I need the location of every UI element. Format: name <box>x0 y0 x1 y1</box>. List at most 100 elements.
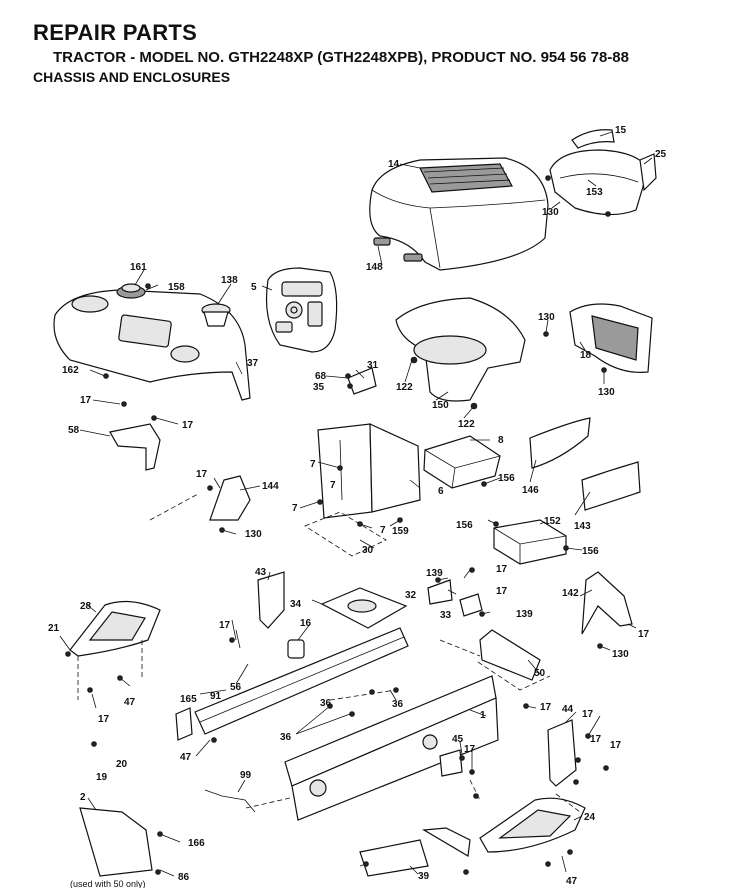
callout-labels: 1 2 5 6 7 7 7 7 8 14 15 16 17 17 17 17 1… <box>48 125 667 887</box>
footrest-left-part <box>69 600 161 657</box>
callout-label: 20 <box>116 759 128 770</box>
shroud-part <box>395 297 526 402</box>
cup-holder-part <box>201 303 231 327</box>
page-title: REPAIR PARTS <box>33 20 198 45</box>
callout-label: 122 <box>396 382 413 393</box>
callout-label: 17 <box>196 469 208 480</box>
callout-label: 34 <box>290 599 302 610</box>
callout-label: 143 <box>574 521 591 532</box>
callout-label: 15 <box>615 125 627 136</box>
side-panel-part <box>529 417 641 511</box>
callout-label: 47 <box>180 752 192 763</box>
callout-label: 153 <box>586 187 603 198</box>
callout-label: 122 <box>458 419 475 430</box>
callout-label: 156 <box>456 520 473 531</box>
side-grille-part <box>569 303 653 374</box>
callout-label: 130 <box>612 649 629 660</box>
callout-label: 50 <box>534 668 546 679</box>
callout-label: 45 <box>452 734 464 745</box>
callout-label: 30 <box>362 545 374 556</box>
bracket-33-part <box>459 593 483 617</box>
callout-label: 158 <box>168 282 185 293</box>
callout-label: 99 <box>240 770 252 781</box>
battery-tray-part <box>423 435 501 489</box>
callout-label: 7 <box>380 525 386 536</box>
bracket-165-part <box>175 707 193 741</box>
rod-part <box>204 789 256 813</box>
callout-label: 7 <box>310 459 316 470</box>
callout-label: 21 <box>48 623 60 634</box>
callout-label: 146 <box>522 485 539 496</box>
callout-label: 47 <box>124 697 136 708</box>
callout-label: 37 <box>247 358 259 369</box>
callout-label: 32 <box>405 590 417 601</box>
callout-label: 18 <box>580 350 592 361</box>
callout-label: 144 <box>262 481 279 492</box>
section-title: CHASSIS AND ENCLOSURES <box>33 69 231 85</box>
callout-label: 142 <box>562 588 579 599</box>
callout-label: 130 <box>245 529 262 540</box>
callout-label: 36 <box>320 698 332 709</box>
callout-label: 166 <box>188 838 205 849</box>
bracket-43-part <box>257 571 285 629</box>
callout-label: 130 <box>598 387 615 398</box>
callout-label: 17 <box>496 586 508 597</box>
callout-label: 152 <box>544 516 561 527</box>
callout-label: 68 <box>315 371 327 382</box>
callout-label: 130 <box>538 312 555 323</box>
callout-label: 43 <box>255 567 267 578</box>
callout-label: 17 <box>219 620 231 631</box>
callout-label: 33 <box>440 610 452 621</box>
bracket-bottom-part <box>422 827 471 857</box>
bracket-32-part <box>427 579 453 605</box>
callout-label: 47 <box>566 876 578 887</box>
axle-plate-part <box>320 587 408 629</box>
fuel-cap-part <box>116 283 146 299</box>
callout-label: 58 <box>68 425 80 436</box>
callout-label: 14 <box>388 159 400 170</box>
callout-label: 162 <box>62 365 79 376</box>
callout-label: 17 <box>80 395 92 406</box>
callout-label: 16 <box>300 618 312 629</box>
callout-label: 138 <box>221 275 238 286</box>
callout-label: 36 <box>280 732 292 743</box>
callout-label: 35 <box>313 382 325 393</box>
footrest-right-part <box>479 797 586 853</box>
fender-part <box>53 289 251 401</box>
callout-label: 161 <box>130 262 147 273</box>
callout-label: 139 <box>516 609 533 620</box>
callout-label: 39 <box>418 871 430 882</box>
hood-part <box>369 157 549 271</box>
callout-label: 7 <box>292 503 298 514</box>
steering-tower-part <box>317 423 421 519</box>
plate-outline <box>304 511 387 557</box>
frame-rail-left-part <box>194 627 409 735</box>
callout-label: 17 <box>582 709 594 720</box>
callout-label: 56 <box>230 682 242 693</box>
callout-label: 36 <box>392 699 404 710</box>
callout-label: 17 <box>98 714 110 725</box>
callout-label: 44 <box>562 704 574 715</box>
callout-label: 24 <box>584 812 596 823</box>
callout-label: 19 <box>96 772 108 783</box>
callout-label: 156 <box>582 546 599 557</box>
callout-label: 31 <box>367 360 379 371</box>
bushing-part <box>287 639 305 659</box>
callout-label: 7 <box>330 480 336 491</box>
bracket-58-part <box>109 423 161 471</box>
callout-label: 17 <box>496 564 508 575</box>
page-subtitle: TRACTOR - MODEL NO. GTH2248XP (GTH2248XP… <box>53 49 629 66</box>
dash-panel-part <box>265 267 338 353</box>
callout-label: 17 <box>540 702 552 713</box>
header: REPAIR PARTS TRACTOR - MODEL NO. GTH2248… <box>33 20 629 86</box>
grille-part <box>549 129 657 216</box>
callout-label: 28 <box>80 601 92 612</box>
footer-note: (used with 50 only) <box>70 879 146 888</box>
bracket-44-part <box>547 719 577 787</box>
callout-label: 156 <box>498 473 515 484</box>
fasteners <box>65 175 611 875</box>
callout-label: 17 <box>464 744 476 755</box>
bracket-142-part <box>581 571 633 635</box>
bracket-31-part <box>347 367 377 395</box>
